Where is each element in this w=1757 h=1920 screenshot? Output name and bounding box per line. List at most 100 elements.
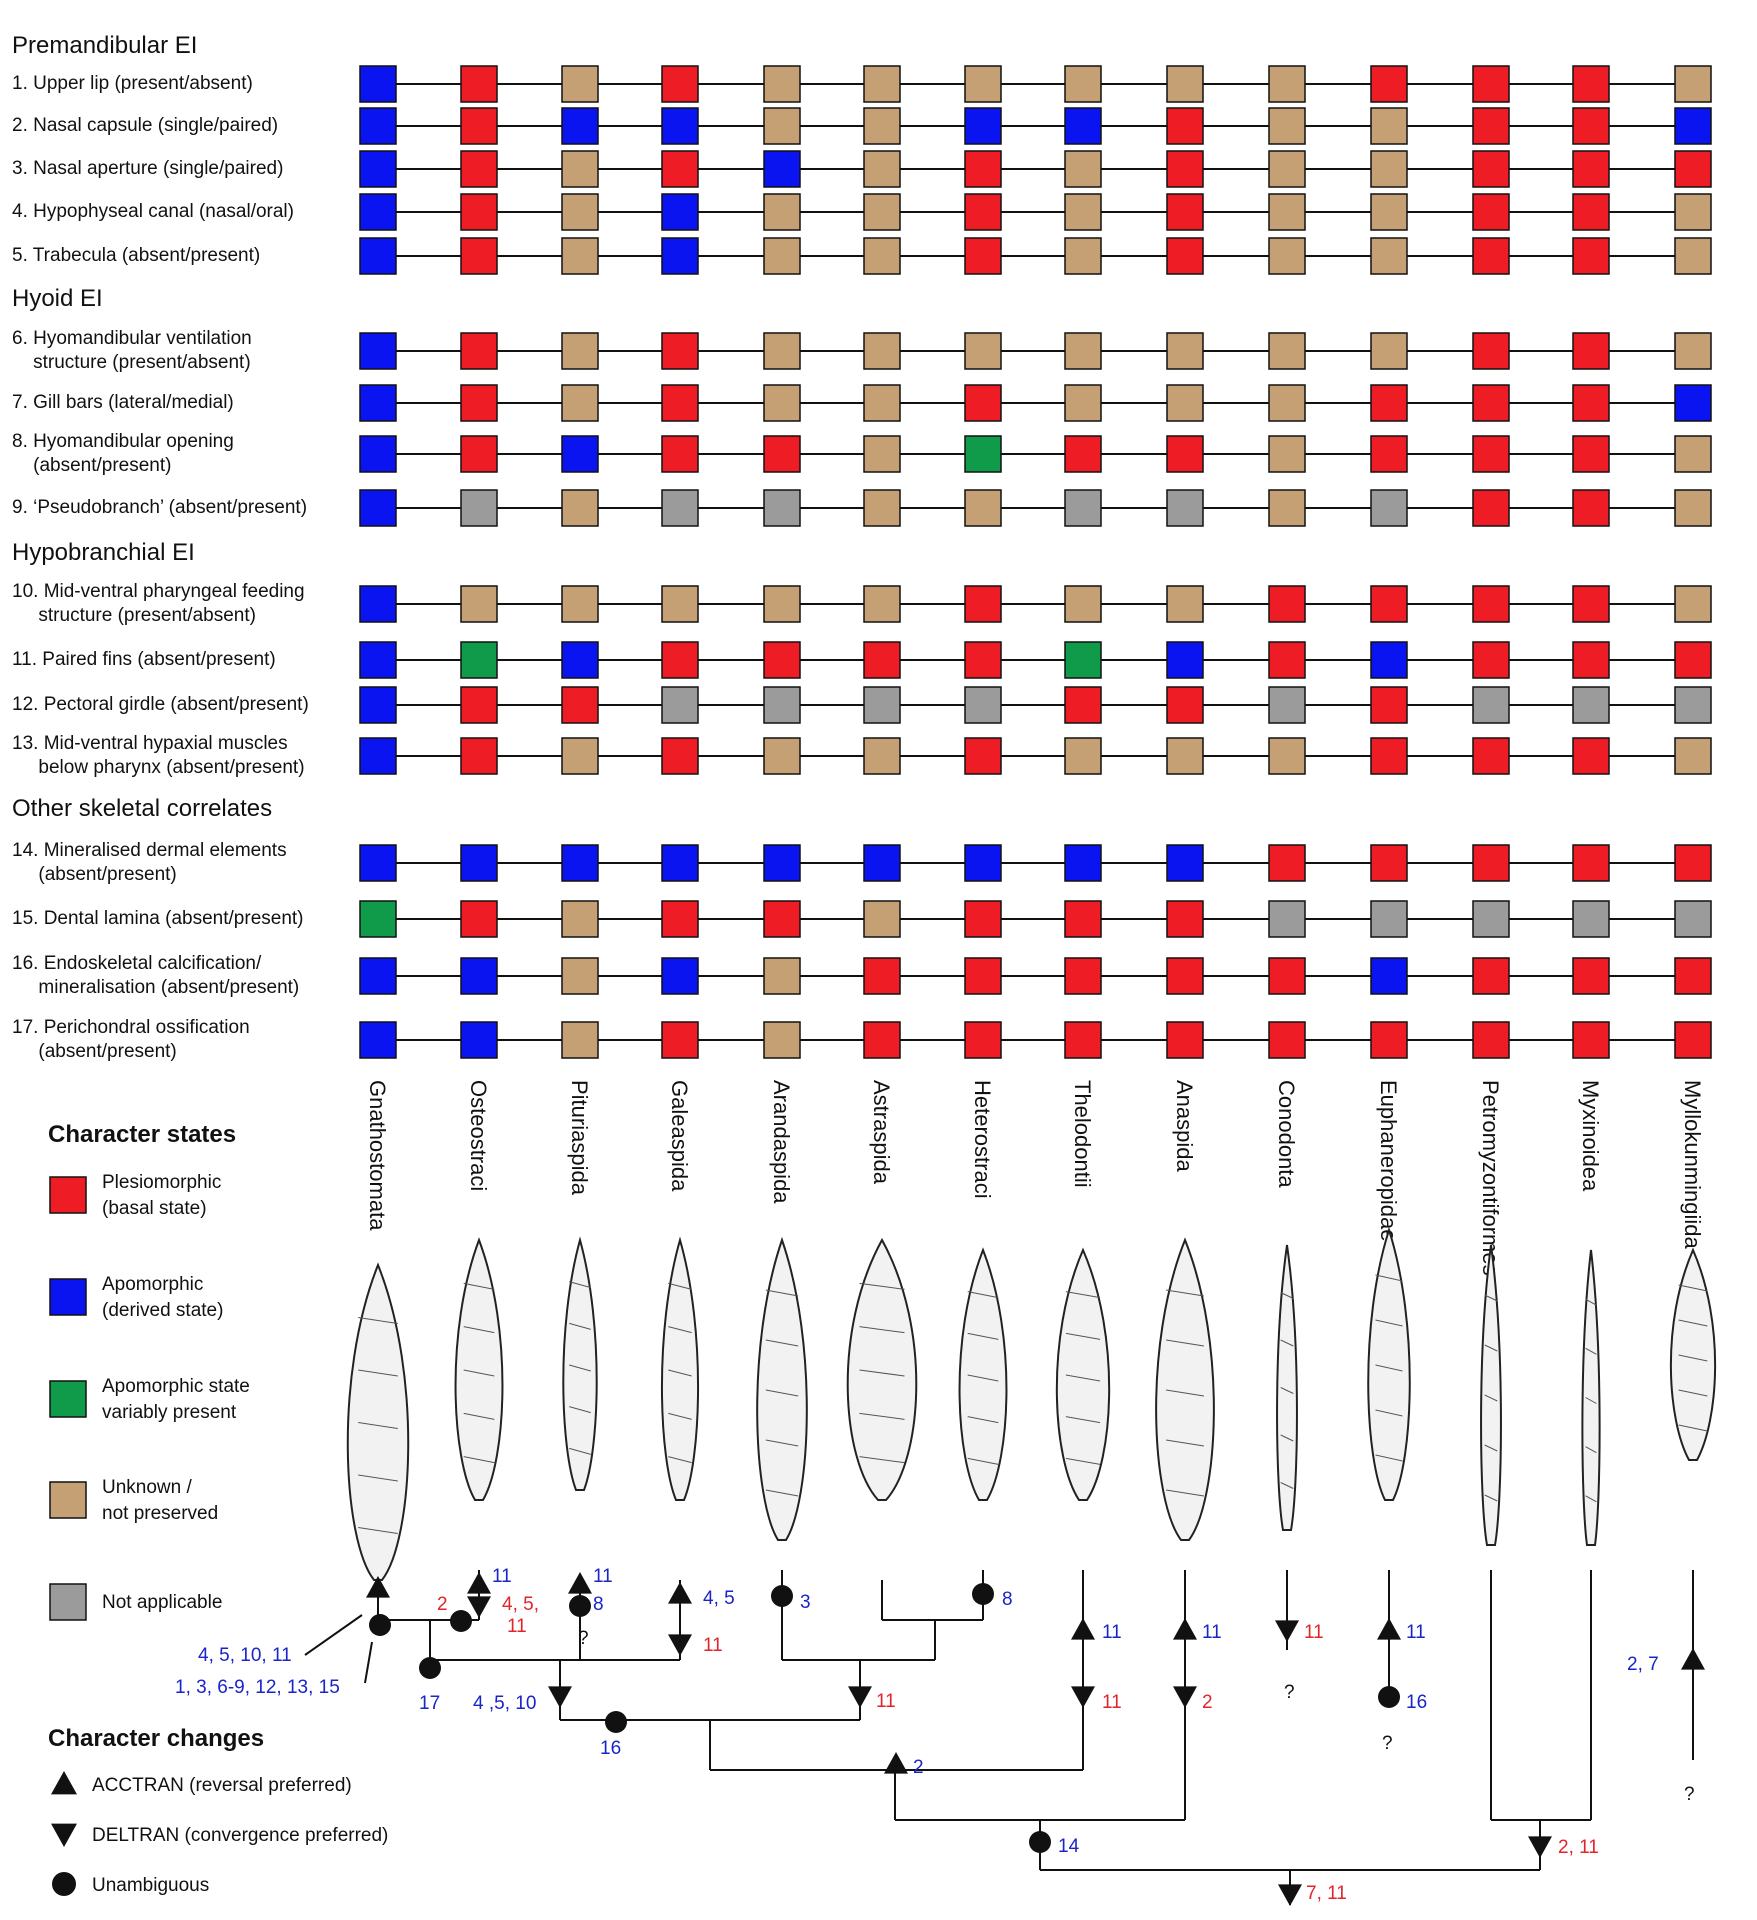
state-box: [561, 150, 599, 188]
tree-annotation: 11: [1202, 1622, 1222, 1643]
legend-text: (basal state): [102, 1198, 207, 1219]
state-box: [763, 193, 801, 231]
state-box: [1064, 686, 1102, 724]
state-box: [561, 1021, 599, 1059]
unambiguous-symbol: [419, 1657, 441, 1679]
state-box: [1572, 641, 1610, 679]
state-box: [561, 193, 599, 231]
state-box: [1064, 435, 1102, 473]
legend-swatch: [49, 1481, 87, 1519]
state-box: [1064, 844, 1102, 882]
state-box: [964, 65, 1002, 103]
state-box: [1268, 193, 1306, 231]
state-box: [460, 900, 498, 938]
state-box: [359, 435, 397, 473]
state-box: [1472, 641, 1510, 679]
state-box: [1572, 237, 1610, 275]
illustration-detail: [463, 1456, 495, 1464]
taxon-label: Gnathostomata: [365, 1080, 390, 1231]
illustration-detail: [967, 1291, 999, 1299]
acctran-symbol: [1377, 1618, 1401, 1640]
state-box: [561, 641, 599, 679]
state-box: [1064, 489, 1102, 527]
illustration-detail: [1585, 1446, 1597, 1454]
animal-illustration: [660, 1236, 700, 1501]
deltran-symbol: [548, 1686, 572, 1708]
state-box: [863, 686, 901, 724]
character-label: 4. Hypophyseal canal (nasal/oral): [12, 201, 294, 222]
state-box: [561, 237, 599, 275]
state-box: [763, 686, 801, 724]
state-box: [964, 641, 1002, 679]
state-box: [1572, 489, 1610, 527]
state-box: [1166, 489, 1204, 527]
acctran-symbol: [568, 1572, 592, 1594]
character-label: 10. Mid-ventral pharyngeal feeding struc…: [12, 581, 305, 626]
state-box: [460, 489, 498, 527]
state-box: [964, 1021, 1002, 1059]
character-label: 13. Mid-ventral hypaxial muscles below p…: [12, 733, 305, 778]
state-box: [1472, 193, 1510, 231]
illustration-detail: [1375, 1274, 1403, 1282]
state-box: [1674, 332, 1712, 370]
state-box: [1166, 107, 1204, 145]
state-box: [863, 435, 901, 473]
state-box: [1064, 585, 1102, 623]
state-box: [661, 107, 699, 145]
illustration-detail: [765, 1489, 799, 1497]
state-box: [863, 900, 901, 938]
illustration-detail: [463, 1326, 495, 1334]
state-box: [661, 686, 699, 724]
state-box: [763, 585, 801, 623]
section-heading: Premandibular EI: [12, 32, 198, 59]
unambiguous-symbol: [450, 1610, 472, 1632]
state-box: [1268, 150, 1306, 188]
character-label: 1. Upper lip (present/absent): [12, 73, 253, 94]
state-box: [1268, 65, 1306, 103]
state-box: [1674, 957, 1712, 995]
state-box: [863, 585, 901, 623]
state-box: [1064, 107, 1102, 145]
legend-swatch: [49, 1583, 87, 1621]
character-label: 2. Nasal capsule (single/paired): [12, 115, 279, 136]
state-box: [1370, 384, 1408, 422]
state-box: [460, 237, 498, 275]
illustration-detail: [358, 1422, 398, 1429]
animal-illustration: [1480, 1244, 1502, 1546]
state-box: [1166, 65, 1204, 103]
state-box: [1370, 686, 1408, 724]
character-label: 12. Pectoral girdle (absent/present): [12, 694, 309, 715]
state-box: [1268, 107, 1306, 145]
animal-illustration: [1581, 1249, 1601, 1546]
illustration-detail: [569, 1364, 591, 1372]
state-box: [561, 435, 599, 473]
unambiguous-symbol: [605, 1711, 627, 1733]
state-box: [661, 193, 699, 231]
illustration-detail: [1166, 1489, 1204, 1497]
state-box: [460, 193, 498, 231]
state-box: [1064, 150, 1102, 188]
state-box: [1674, 585, 1712, 623]
tree-annotation: 4, 5, 10, 11: [198, 1645, 292, 1666]
tree-annotation: ?: [1684, 1784, 1695, 1805]
taxon-label: Astraspida: [869, 1080, 894, 1185]
state-box: [1166, 332, 1204, 370]
unambiguous-symbol: [569, 1595, 591, 1617]
deltran-symbol: [1528, 1836, 1552, 1858]
state-box: [460, 384, 498, 422]
animal-illustration: [958, 1247, 1008, 1501]
illustration-detail: [463, 1369, 495, 1377]
tree-annotation: 2: [1202, 1692, 1213, 1713]
state-box: [1572, 332, 1610, 370]
state-box: [359, 237, 397, 275]
state-box: [964, 237, 1002, 275]
animal-illustration: [1276, 1244, 1298, 1531]
state-box: [460, 435, 498, 473]
animal-illustration: [1669, 1247, 1717, 1461]
tree-annotation: 11: [507, 1616, 527, 1637]
state-box: [1370, 585, 1408, 623]
state-box: [359, 150, 397, 188]
illustration-detail: [668, 1456, 692, 1464]
state-box: [863, 193, 901, 231]
